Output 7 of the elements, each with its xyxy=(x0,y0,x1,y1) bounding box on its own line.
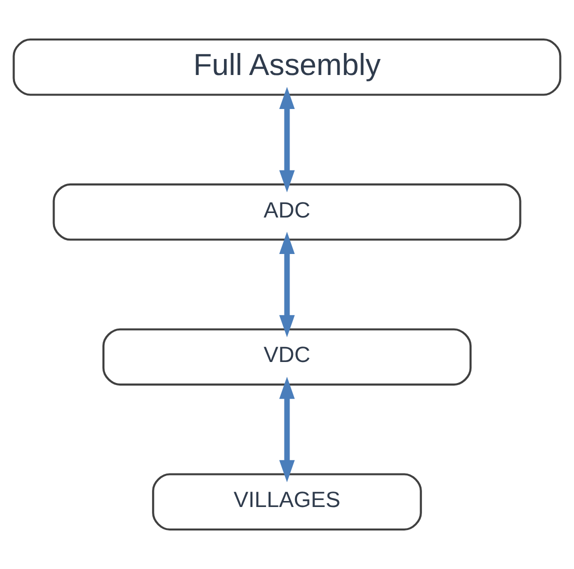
node-box: VILLAGES xyxy=(152,473,422,531)
arrow xyxy=(279,86,295,192)
node-box: ADC xyxy=(52,183,522,241)
node-box: Full Assembly xyxy=(12,38,562,96)
arrow xyxy=(279,232,295,338)
arrow xyxy=(279,376,295,482)
node-box: VDC xyxy=(102,328,472,386)
